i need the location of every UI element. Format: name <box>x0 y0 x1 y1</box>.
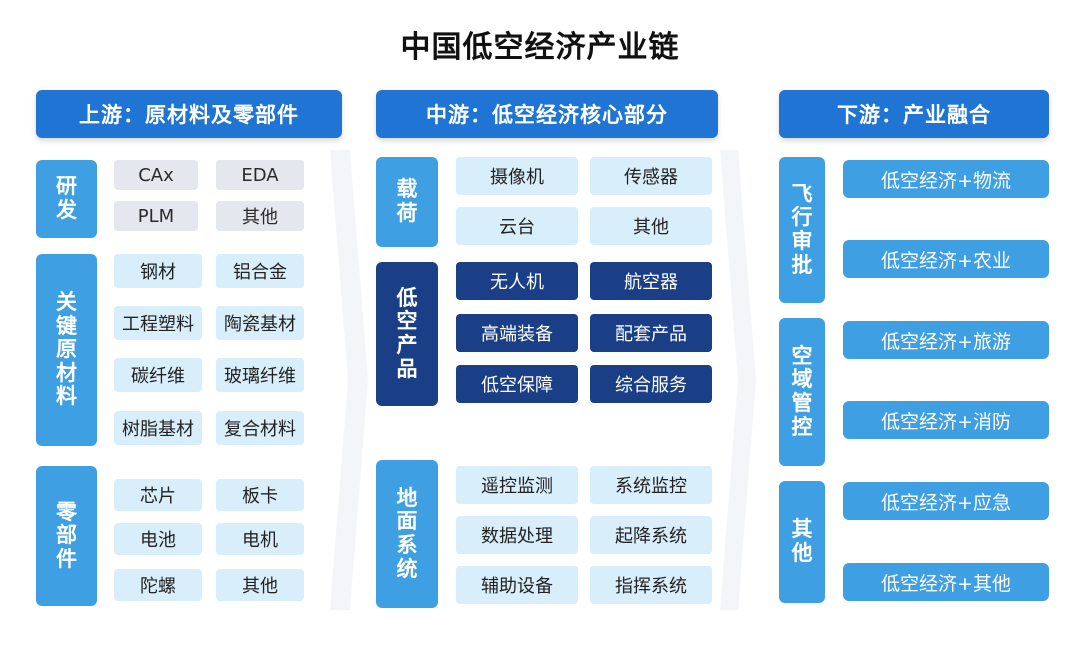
downstream-approval-item: 低空经济+物流 <box>843 160 1049 198</box>
midstream-group-payload-label: 载荷 <box>396 177 418 225</box>
upstream-group-rd: 研发 <box>36 160 97 238</box>
midstream-group-products-label: 低空产品 <box>396 285 418 381</box>
midstream-payload-item: 传感器 <box>590 157 712 195</box>
midstream-payload-item: 摄像机 <box>456 157 578 195</box>
upstream-material-item: 复合材料 <box>216 411 304 445</box>
upstream-rd-item: PLM <box>114 201 198 231</box>
downstream-group-approval-label: 飞行审批 <box>791 181 813 277</box>
midstream-product-item: 无人机 <box>456 262 578 300</box>
midstream-group-ground: 地面系统 <box>376 460 438 608</box>
midstream-product-item: 高端装备 <box>456 314 578 352</box>
upstream-header: 上游：原材料及零部件 <box>36 90 342 138</box>
upstream-material-item: 铝合金 <box>216 254 304 288</box>
downstream-other-item: 低空经济+其他 <box>843 563 1049 601</box>
midstream-group-ground-label: 地面系统 <box>396 485 418 581</box>
downstream-group-approval: 飞行审批 <box>779 157 825 303</box>
midstream-group-products: 低空产品 <box>376 262 438 406</box>
upstream-rd-item: CAx <box>114 160 198 190</box>
upstream-material-item: 树脂基材 <box>114 411 202 445</box>
upstream-group-components: 零部件 <box>36 466 97 606</box>
upstream-component-item: 陀螺 <box>114 569 202 601</box>
downstream-header: 下游：产业融合 <box>779 90 1049 138</box>
upstream-group-rd-label: 研发 <box>56 174 77 222</box>
upstream-component-item: 板卡 <box>216 479 304 511</box>
downstream-airspace-item: 低空经济+旅游 <box>843 321 1049 359</box>
midstream-ground-item: 起降系统 <box>590 516 712 554</box>
arrow-up-to-mid <box>330 150 368 610</box>
downstream-other-item: 低空经济+应急 <box>843 482 1049 520</box>
downstream-group-airspace-label: 空域管控 <box>791 343 813 439</box>
upstream-material-item: 工程塑料 <box>114 306 202 340</box>
upstream-group-components-label: 零部件 <box>56 499 77 571</box>
upstream-rd-item: EDA <box>216 160 304 190</box>
midstream-ground-item: 系统监控 <box>590 466 712 504</box>
downstream-approval-item: 低空经济+农业 <box>843 240 1049 278</box>
upstream-component-item: 电机 <box>216 523 304 555</box>
upstream-material-item: 钢材 <box>114 254 202 288</box>
midstream-ground-item: 数据处理 <box>456 516 578 554</box>
upstream-component-item: 芯片 <box>114 479 202 511</box>
upstream-material-item: 陶瓷基材 <box>216 306 304 340</box>
upstream-group-materials: 关键原材料 <box>36 254 97 446</box>
upstream-component-item: 电池 <box>114 523 202 555</box>
upstream-group-materials-label: 关键原材料 <box>56 290 77 409</box>
midstream-payload-item: 云台 <box>456 207 578 245</box>
downstream-group-other-label: 其他 <box>791 517 813 565</box>
midstream-product-item: 配套产品 <box>590 314 712 352</box>
midstream-product-item: 航空器 <box>590 262 712 300</box>
midstream-group-payload: 载荷 <box>376 157 438 247</box>
upstream-rd-item: 其他 <box>216 201 304 231</box>
upstream-component-item: 其他 <box>216 569 304 601</box>
midstream-ground-item: 遥控监测 <box>456 466 578 504</box>
upstream-material-item: 玻璃纤维 <box>216 358 304 392</box>
midstream-ground-item: 辅助设备 <box>456 566 578 604</box>
downstream-group-airspace: 空域管控 <box>779 318 825 466</box>
arrow-mid-to-down <box>720 150 756 610</box>
downstream-airspace-item: 低空经济+消防 <box>843 401 1049 439</box>
upstream-material-item: 碳纤维 <box>114 358 202 392</box>
midstream-product-item: 综合服务 <box>590 365 712 403</box>
downstream-group-other: 其他 <box>779 481 825 603</box>
page-title: 中国低空经济产业链 <box>400 30 680 65</box>
midstream-ground-item: 指挥系统 <box>590 566 712 604</box>
midstream-product-item: 低空保障 <box>456 365 578 403</box>
midstream-header: 中游：低空经济核心部分 <box>376 90 718 138</box>
midstream-payload-item: 其他 <box>590 207 712 245</box>
